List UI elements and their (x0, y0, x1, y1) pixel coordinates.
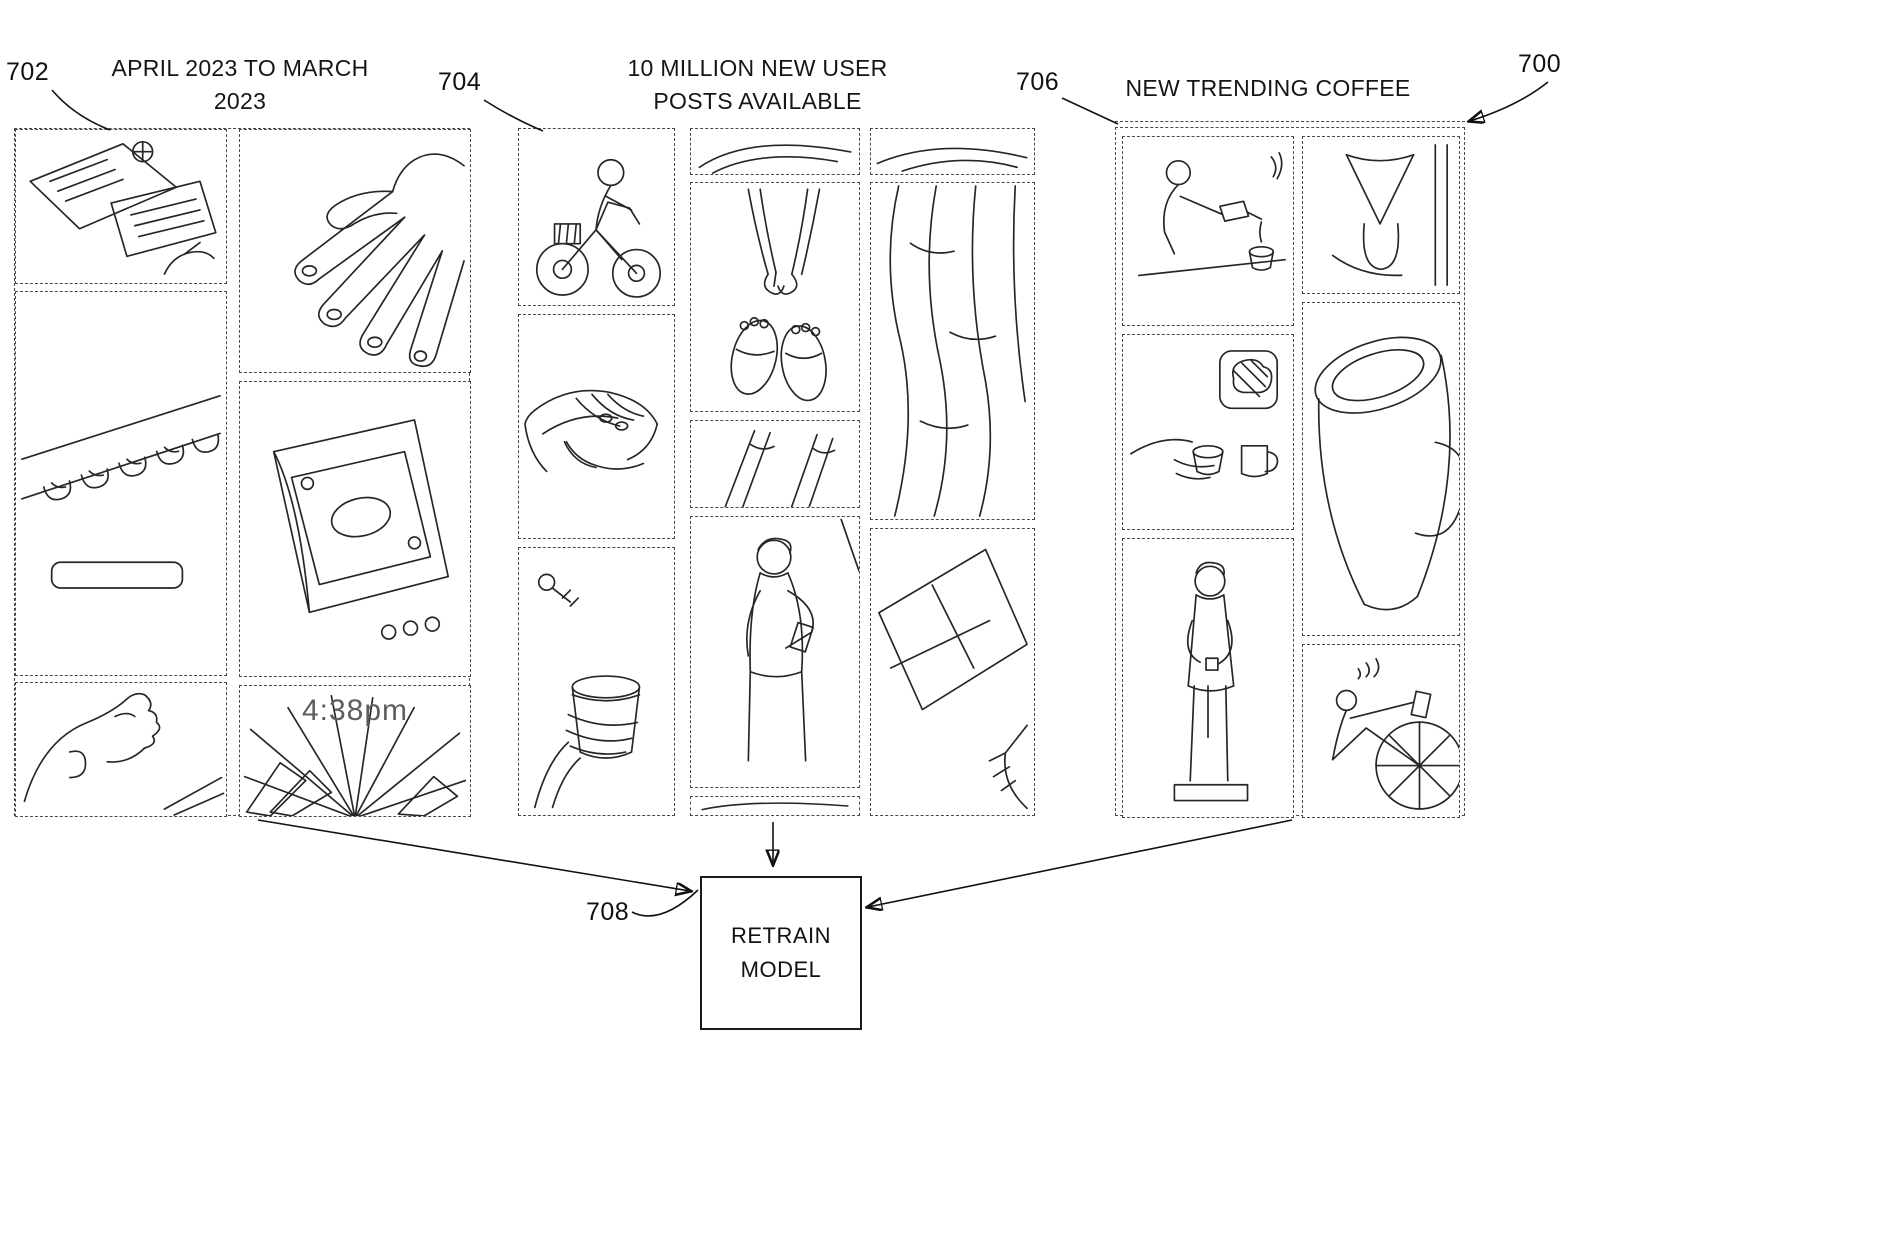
fingers-edge-sketch-icon (21, 394, 221, 589)
tile-legs (690, 420, 860, 508)
tile-person-with-phone (690, 516, 860, 788)
paper-hands-sketch-icon (878, 548, 1028, 810)
standing-person-cup-sketch-icon (1173, 561, 1249, 802)
time-overlay-label: 4:38pm (301, 694, 409, 727)
tile-open-hand (239, 129, 471, 373)
ref-label-706: 706 (1016, 68, 1060, 96)
tile-draped-fabric (870, 182, 1035, 520)
tile-big-mug (1302, 302, 1460, 636)
tile-hands-clasped (518, 314, 675, 539)
panel-702-title-line1: APRIL 2023 TO MARCH (111, 55, 369, 81)
tile-strip-top (690, 128, 860, 175)
retrain-model-box: RETRAIN MODEL (700, 876, 862, 1030)
hands-clasped-sketch-icon (524, 389, 659, 473)
time-rays-sketch-icon (243, 695, 467, 816)
money-envelope-sketch-icon (272, 419, 450, 640)
tile-strip-hand (870, 128, 1035, 175)
hand-strip-sketch-icon (876, 147, 1028, 172)
legs-sketch-icon (724, 429, 836, 507)
panel-706-top-rule (1115, 121, 1465, 122)
ref-label-708: 708 (586, 898, 630, 926)
tile-sandal-straps (690, 182, 860, 412)
face-profile-sketch-icon (23, 692, 225, 816)
panel-704-title-line1: 10 MILLION NEW USER (627, 55, 888, 81)
arrow-700 (1470, 81, 1549, 121)
motorcycle-rider-sketch-icon (535, 158, 662, 298)
ref-label-704: 704 (438, 68, 482, 96)
tile-strip-bottom (690, 796, 860, 816)
sandal-straps-sketch-icon (730, 188, 827, 402)
tile-bicycle-person (1302, 644, 1460, 818)
tile-person-pouring-coffee (1122, 136, 1294, 326)
tile-standing-person-cup (1122, 538, 1294, 818)
open-hand-sketch-icon (294, 153, 465, 368)
person-with-phone-sketch-icon (746, 518, 859, 762)
tile-hand-cup-logo-badge (1122, 334, 1294, 530)
strip-wave-sketch-icon (701, 802, 849, 811)
strip-arcs-sketch-icon (698, 144, 852, 174)
ref-label-700: 700 (1518, 50, 1562, 78)
tile-pour-over (1302, 136, 1460, 294)
big-mug-sketch-icon (1314, 336, 1459, 611)
panel-702-title: APRIL 2023 TO MARCH 2023 (105, 52, 375, 119)
tile-fingers-edge (15, 291, 227, 676)
panel-704-title-line2: POSTS AVAILABLE (653, 88, 862, 115)
leader-702 (51, 89, 111, 131)
desk-map-sketch-icon (29, 141, 217, 275)
panel-704-collage (518, 128, 1035, 816)
person-pouring-coffee-sketch-icon (1137, 152, 1286, 277)
hand-holding-cup-sketch-icon (533, 573, 641, 809)
pour-over-sketch-icon (1331, 144, 1448, 286)
panel-704-title: 10 MILLION NEW USER POSTS AVAILABLE (605, 52, 910, 119)
retrain-model-line1: RETRAIN (730, 922, 832, 948)
panel-706-title: NEW TRENDING COFFEE (1118, 72, 1418, 105)
tile-face-profile (15, 682, 227, 817)
tile-desk-map (15, 129, 227, 284)
hand-cup-logo-badge-sketch-icon (1130, 350, 1279, 480)
retrain-model-line2: MODEL (740, 957, 822, 982)
bicycle-person-sketch-icon (1331, 658, 1459, 810)
ref-label-702: 702 (6, 58, 50, 86)
leader-706 (1061, 97, 1119, 125)
tile-motorcycle-rider (518, 128, 675, 306)
panel-706-title-line1: NEW TRENDING COFFEE (1125, 75, 1411, 101)
panel-702-collage: 4:38pm (14, 128, 471, 817)
tile-paper-hands (870, 528, 1035, 816)
panel-702-title-line2: 2023 (213, 88, 267, 115)
tile-hand-holding-cup (518, 547, 675, 816)
arrow-panel706-to-retrain (868, 819, 1293, 907)
leader-704 (483, 99, 544, 132)
leader-708 (631, 889, 699, 917)
arrow-panel702-to-retrain (257, 819, 690, 891)
draped-fabric-sketch-icon (889, 185, 1026, 517)
tile-money-envelope (239, 381, 471, 677)
tile-time-rays: 4:38pm (239, 685, 471, 817)
panel-706-collage (1115, 127, 1465, 818)
